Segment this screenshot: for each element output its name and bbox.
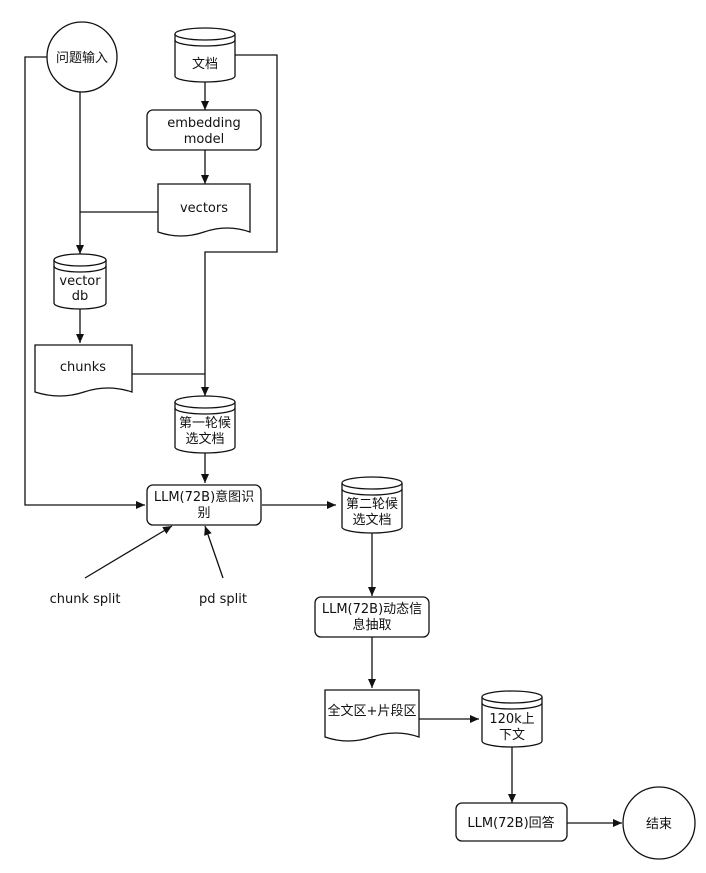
node-vector-db: vector db xyxy=(53,253,107,310)
node-llm-intent: LLM(72B)意图识 别 xyxy=(146,484,262,526)
node-first-round-candidates: 第一轮候 选文档 xyxy=(174,395,236,454)
node-llm-answer: LLM(72B)回答 xyxy=(455,802,568,842)
edge-docs-to-first-round xyxy=(201,54,278,396)
node-vector-db-label-line1: vector xyxy=(59,274,101,289)
node-second-round-label-line1: 第二轮候 xyxy=(346,497,398,512)
node-chunks-label: chunks xyxy=(60,360,106,375)
node-embedding-model-label-line1: embedding xyxy=(167,116,241,131)
edge-chunksplit-to-llm-intent xyxy=(84,525,173,579)
node-embedding-model: embedding model xyxy=(146,109,262,151)
node-second-round-label-line2: 选文档 xyxy=(352,513,391,528)
label-chunk-split: chunk split xyxy=(50,592,121,607)
node-documents: 文档 xyxy=(174,27,236,83)
node-question-input-label: 问题输入 xyxy=(56,50,108,66)
node-first-round-label-line1: 第一轮候 xyxy=(179,416,231,431)
node-vector-db-label-line2: db xyxy=(72,289,89,304)
node-end: 结束 xyxy=(622,786,696,860)
node-vectors: vectors xyxy=(157,183,251,237)
node-documents-label: 文档 xyxy=(192,57,218,72)
node-llm-answer-label: LLM(72B)回答 xyxy=(467,815,554,831)
node-end-label: 结束 xyxy=(646,817,672,832)
node-vectors-label: vectors xyxy=(180,201,228,216)
node-embedding-model-label-line2: model xyxy=(184,132,224,147)
node-llm-extract-label-line2: 息抽取 xyxy=(352,617,391,633)
node-fulltext-fragment: 全文区+片段区 xyxy=(324,689,420,742)
node-context-120k-label-line1: 120k上 xyxy=(489,712,534,727)
node-fulltext-fragment-label: 全文区+片段区 xyxy=(328,703,417,719)
node-llm-extract-label-line1: LLM(72B)动态信 xyxy=(322,602,422,617)
node-second-round-candidates: 第二轮候 选文档 xyxy=(341,476,403,534)
node-first-round-label-line2: 选文档 xyxy=(185,432,224,447)
edges xyxy=(24,54,622,827)
node-chunks: chunks xyxy=(34,344,133,397)
node-llm-intent-label-line2: 别 xyxy=(197,506,210,521)
node-llm-intent-label-line1: LLM(72B)意图识 xyxy=(154,489,254,505)
node-llm-extract: LLM(72B)动态信 息抽取 xyxy=(314,596,430,638)
node-context-120k: 120k上 下文 xyxy=(481,690,543,748)
label-pd-split: pd split xyxy=(199,592,247,607)
edge-pdsplit-to-llm-intent xyxy=(204,525,224,579)
node-context-120k-label-line2: 下文 xyxy=(499,728,525,743)
node-question-input: 问题输入 xyxy=(46,21,118,93)
edge-question-to-llm-intent xyxy=(24,56,145,509)
